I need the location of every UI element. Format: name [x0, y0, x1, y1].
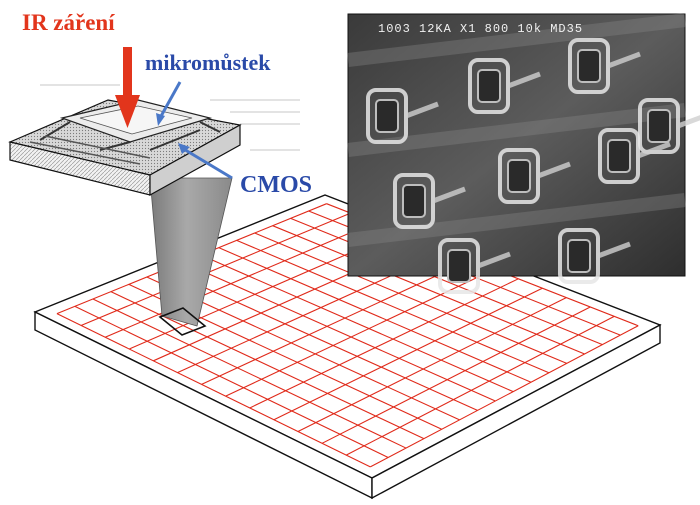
sem-caption: 1003 12KA X1 800 10k MD35 [378, 22, 583, 36]
sem-structure [567, 239, 591, 273]
grid-line [218, 247, 532, 383]
sem-structure [577, 49, 601, 83]
sem-structure [568, 38, 610, 94]
grid-line [370, 325, 639, 468]
pixel-chip [8, 84, 300, 197]
sem-structure [507, 71, 541, 89]
grid-line [273, 287, 543, 421]
sem-structure [677, 115, 700, 129]
sem-structure [405, 101, 439, 119]
electrode-strips [29, 135, 151, 165]
grid-line [56, 313, 371, 468]
grid-line [297, 297, 567, 433]
grid-line [164, 269, 478, 411]
sem-structure [432, 186, 466, 204]
grid-line [321, 306, 591, 444]
grid-line [92, 298, 407, 449]
sem-structure [637, 141, 671, 159]
grid-line [104, 221, 375, 338]
sem-structure [477, 69, 501, 103]
ghost-text-lines [40, 84, 300, 151]
chip-right-side [149, 123, 241, 197]
grid-line [272, 225, 585, 355]
ir-label: IR záření [22, 10, 115, 35]
sem-structure [347, 103, 686, 157]
sem-structure [607, 139, 631, 173]
sem-structure [347, 193, 686, 247]
cmos-pointer-line [181, 146, 233, 180]
sem-structure [347, 13, 686, 67]
grid-line [80, 212, 351, 326]
sem-structure [647, 109, 671, 143]
sem-structure [597, 241, 631, 259]
sem-structure [477, 251, 511, 269]
grid-line [290, 217, 603, 346]
sem-structure [447, 249, 471, 283]
grid-line [201, 259, 471, 385]
sem-structure [537, 161, 571, 179]
grid-line [74, 305, 389, 458]
grid-line [254, 232, 567, 364]
highlighted-pixel [158, 307, 207, 336]
grid-line [345, 315, 615, 456]
cmos-pointer-head [178, 143, 190, 154]
sem-structure [507, 159, 531, 193]
cmos-label: CMOS [240, 172, 312, 198]
grid-line [236, 239, 550, 374]
grid-line [249, 278, 519, 409]
sem-micrograph: 1003 12KA X1 800 10k MD35 [347, 13, 700, 294]
grid-line [200, 254, 514, 393]
grid-line [182, 261, 496, 402]
projection-cone [149, 177, 233, 327]
array-right-side [371, 323, 661, 500]
sem-structure [375, 99, 399, 133]
bridge-pointer-head [156, 113, 165, 126]
sem-structure [607, 51, 641, 69]
bridge-pointer-line [158, 81, 182, 119]
bridge-label: mikromůstek [145, 50, 271, 75]
sem-structure [402, 184, 426, 218]
sem-bridge-structures [347, 13, 700, 294]
ir-arrow [115, 47, 140, 128]
bridge-legs [39, 121, 221, 151]
